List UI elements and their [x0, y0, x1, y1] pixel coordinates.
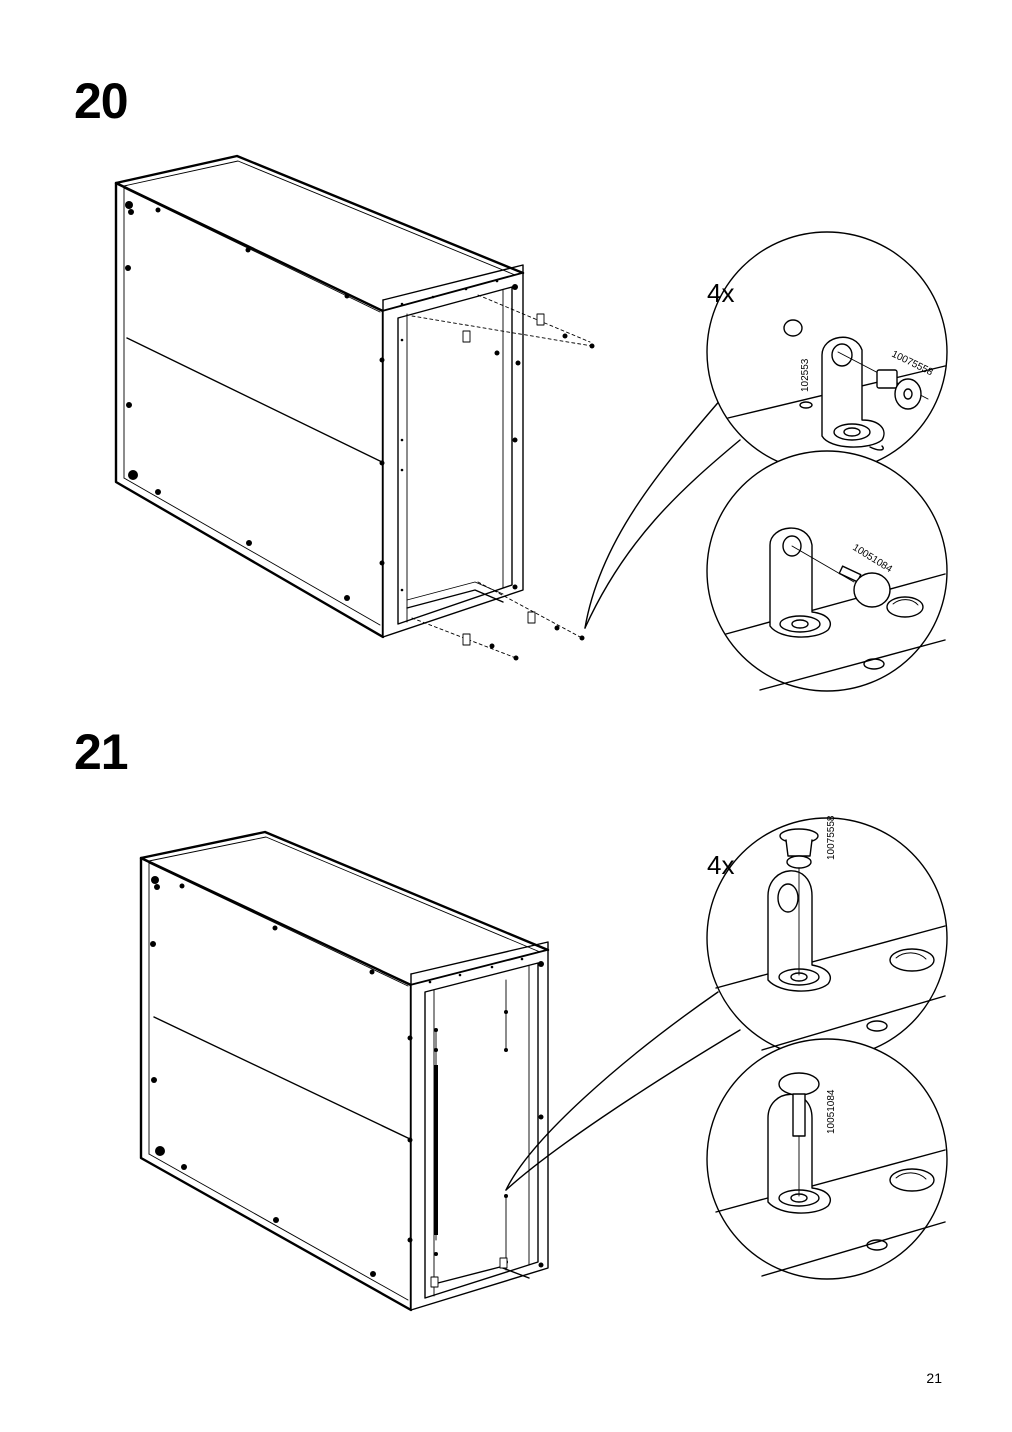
step-21-number: 21 [74, 724, 129, 780]
step-20-quantity-label: 4x [707, 278, 734, 308]
part-label-102553: 102553 [800, 358, 811, 392]
step-20-number: 20 [74, 73, 129, 129]
page-number: 21 [926, 1370, 942, 1386]
step-21-detail-circle-top: 4x 10075558 [706, 815, 948, 1059]
part-label-10051084-step21: 10051084 [826, 1089, 837, 1134]
step-21-cabinet-illustration [139, 830, 741, 1312]
part-label-10075558-step21: 10075558 [826, 815, 837, 860]
step-20-detail-circle-top: 4x 102553 10075558 [706, 231, 948, 473]
step-21-quantity-label: 4x [707, 850, 734, 880]
step-20-cabinet-illustration [114, 154, 741, 661]
step-21-detail-circle-bottom: 10051084 [706, 1038, 948, 1280]
step-20-detail-circle-bottom: 10051084 [706, 450, 948, 692]
